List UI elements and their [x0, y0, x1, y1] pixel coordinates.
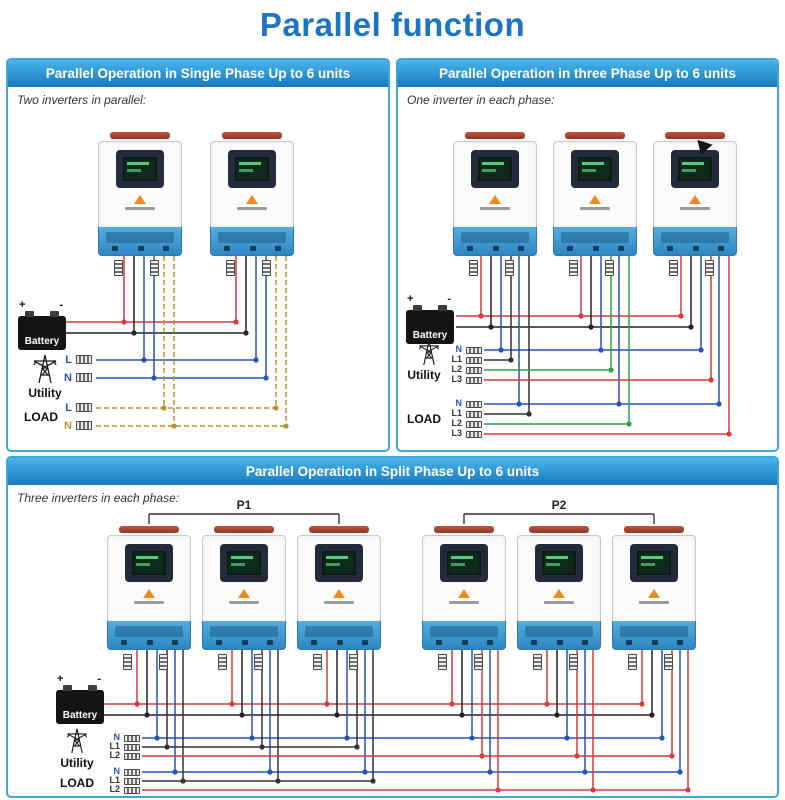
terminal-block	[124, 769, 140, 776]
panel-single-phase-title: Parallel Operation in Single Phase Up to…	[8, 60, 388, 87]
utility-tower-icon	[418, 340, 440, 366]
battery-plus-terminal: +	[19, 299, 26, 311]
utility-line-label: N	[64, 372, 72, 384]
panel-split-phase-subtitle: Three inverters in each phase:	[17, 491, 180, 505]
load-line-label: L1	[109, 775, 120, 785]
load-line-label: L2	[109, 784, 120, 794]
battery-minus-terminal: -	[97, 673, 101, 685]
load-line-label: N	[455, 398, 463, 408]
utility-line-label: L	[65, 354, 72, 366]
three-phase-wiring	[456, 256, 732, 437]
split-phase-wiring	[104, 513, 691, 793]
panel-three-phase-title: Parallel Operation in three Phase Up to …	[398, 60, 777, 87]
panel-single-phase-subtitle: Two inverters in parallel:	[17, 93, 147, 107]
battery: + - Battery	[18, 299, 66, 350]
terminal-block	[124, 735, 140, 742]
panel-single-phase: Parallel Operation in Single Phase Up to…	[6, 58, 390, 452]
load-label: LOAD	[407, 412, 441, 426]
terminal-block	[466, 377, 482, 384]
utility-line-label: N	[113, 732, 121, 742]
utility-line-label: L1	[109, 741, 120, 751]
panel-three-phase: Parallel Operation in three Phase Up to …	[396, 58, 779, 452]
panel-three-phase-subtitle: One inverter in each phase:	[407, 93, 555, 107]
terminal-block	[124, 753, 140, 760]
utility-tower-icon	[66, 728, 88, 754]
battery-minus-terminal: -	[59, 299, 63, 311]
terminal-block	[124, 744, 140, 751]
terminal-block	[76, 355, 92, 364]
battery: + - Battery	[406, 293, 454, 344]
battery-plus-terminal: +	[407, 293, 414, 305]
battery-minus-terminal: -	[447, 293, 451, 305]
group-label-p2: P2	[551, 498, 567, 512]
load-label: LOAD	[24, 410, 58, 424]
battery: + - Battery	[56, 673, 104, 724]
utility-tower-icon	[33, 354, 57, 384]
utility-label: Utility	[407, 368, 441, 382]
terminal-block	[124, 778, 140, 785]
terminal-block	[466, 357, 482, 364]
terminal-block	[124, 787, 140, 794]
battery-label: Battery	[412, 330, 448, 341]
utility-line-label: L3	[451, 374, 462, 384]
battery-label: Battery	[24, 336, 60, 347]
utility-label: Utility	[60, 756, 94, 770]
terminal-block	[76, 373, 92, 382]
load-line-label: L1	[451, 408, 462, 418]
utility-line-label: L1	[451, 354, 462, 364]
group-label-p1: P1	[236, 498, 252, 512]
single-phase-wiring	[66, 256, 289, 429]
terminal-block	[466, 421, 482, 428]
utility-label: Utility	[28, 386, 62, 400]
utility-line-label: N	[455, 344, 463, 354]
terminal-block	[466, 411, 482, 418]
terminal-block	[76, 403, 92, 412]
load-line-label: L2	[451, 418, 462, 428]
terminal-block	[76, 421, 92, 430]
terminal-block	[466, 367, 482, 374]
battery-plus-terminal: +	[57, 673, 64, 685]
terminal-block	[466, 401, 482, 408]
utility-line-label: L2	[451, 364, 462, 374]
load-line-label: L3	[451, 428, 462, 438]
page-title: Parallel function	[259, 6, 526, 43]
load-line-label: L	[65, 402, 72, 414]
load-line-label: N	[113, 766, 121, 776]
load-line-label: N	[64, 420, 72, 432]
terminal-block	[466, 347, 482, 354]
utility-line-label: L2	[109, 750, 120, 760]
load-label: LOAD	[60, 776, 94, 790]
battery-label: Battery	[62, 710, 98, 721]
panel-split-phase: Parallel Operation in Split Phase Up to …	[6, 456, 779, 798]
panel-split-phase-title: Parallel Operation in Split Phase Up to …	[8, 458, 777, 485]
terminal-block	[466, 431, 482, 438]
